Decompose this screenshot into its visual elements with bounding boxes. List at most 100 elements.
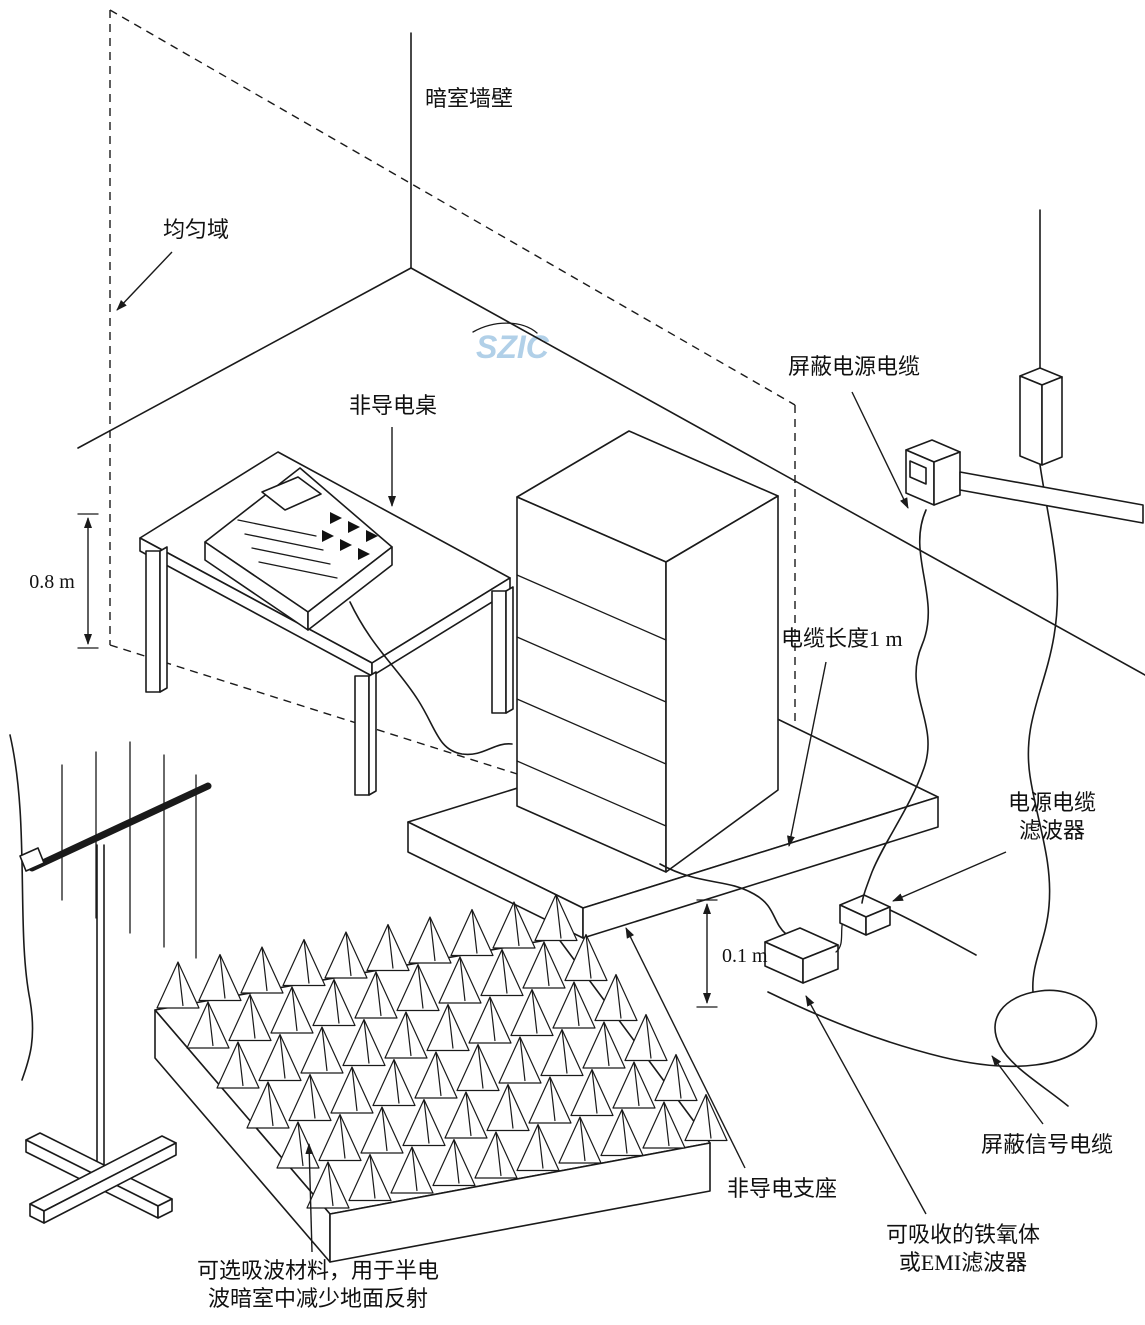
leader-support <box>625 927 746 1169</box>
text-labels: 暗室墙壁 均匀域 非导电桌 屏蔽电源电缆 电缆长度1 m 电源电缆 滤波器 非导… <box>163 86 1113 1311</box>
absorber-pyramid <box>582 1021 626 1069</box>
absorber-pyramid <box>396 963 440 1012</box>
absorber-pyramid <box>450 908 494 957</box>
wall-conduit-bar <box>959 471 1144 524</box>
watermark-text: SZIC <box>476 329 550 365</box>
leader-ferrite <box>805 995 927 1215</box>
absorber-pyramid <box>246 1081 290 1129</box>
power-filter-box <box>839 894 891 936</box>
filter-out-cable <box>889 909 977 956</box>
absorber-pyramid <box>312 978 356 1027</box>
absorber-pyramid <box>360 1106 404 1154</box>
table-leg <box>354 675 370 796</box>
absorber-pyramid <box>510 988 554 1037</box>
absorber-pyramid <box>402 1098 446 1147</box>
absorber-pyramid <box>372 1058 416 1107</box>
eut-screen <box>261 476 322 511</box>
label-ferrite-2: 或EMI滤波器 <box>899 1250 1027 1275</box>
label-cable-length: 电缆长度1 m <box>781 626 903 651</box>
eut-cable <box>349 601 513 756</box>
absorber-pyramid <box>228 993 272 1042</box>
label-chamber-wall: 暗室墙壁 <box>425 86 513 111</box>
rack-shelf-lines <box>516 574 667 827</box>
absorber-pyramid <box>684 1093 728 1142</box>
label-signal-cable: 屏蔽信号电缆 <box>981 1132 1113 1157</box>
chamber-wall-lines <box>77 32 1145 676</box>
label-power-cable: 屏蔽电源电缆 <box>788 354 920 379</box>
absorber-pyramid <box>390 1146 434 1194</box>
absorber-pyramid <box>408 916 452 964</box>
absorber-pyramid <box>342 1018 386 1067</box>
absorber-pyramid <box>282 938 326 987</box>
plug-connector <box>909 460 927 485</box>
label-uniform-area: 均匀域 <box>163 217 229 242</box>
label-absorber-2: 波暗室中减少地面反射 <box>208 1286 428 1311</box>
absorber-pyramid <box>540 1028 584 1077</box>
absorber-pyramid <box>240 946 284 994</box>
absorber-pyramid <box>552 981 596 1029</box>
absorber-pyramid <box>414 1051 458 1099</box>
absorber-pyramid <box>642 1101 686 1149</box>
table-leg <box>491 590 507 714</box>
wall-floor-edge-right <box>410 267 1145 676</box>
absorber-pyramid <box>570 1068 614 1117</box>
antenna-boom <box>28 782 212 872</box>
absorber-pyramid <box>288 1073 332 1122</box>
wall-outlet-box <box>905 439 961 506</box>
absorber-pyramid <box>432 1138 476 1187</box>
dim-0-8-m: 0.8 m <box>29 571 75 593</box>
absorber-pyramid <box>528 1076 572 1124</box>
wall-floor-edge-left <box>77 267 412 449</box>
dimension-support-height: 0.1 m <box>696 899 768 1008</box>
label-support: 非导电支座 <box>727 1176 837 1201</box>
leader-arrows <box>116 251 1044 1253</box>
absorber-pyramid <box>216 1041 260 1089</box>
absorber-pyramid <box>258 1033 302 1082</box>
label-power-filter-2: 滤波器 <box>1019 818 1085 843</box>
absorber-pyramid <box>306 1161 350 1209</box>
leader-signal-cable <box>991 1055 1044 1125</box>
eut-device <box>204 467 513 756</box>
absorber-pyramid <box>354 971 398 1019</box>
leader-power-cable <box>851 391 909 509</box>
absorber-pyramid <box>600 1108 644 1157</box>
absorber-block <box>154 893 728 1263</box>
shielded-power-cable-line <box>861 509 930 904</box>
eut-keys <box>322 512 378 560</box>
absorber-pyramid-field <box>156 893 728 1209</box>
table-leg <box>145 550 161 693</box>
absorber-pyramid <box>486 1083 530 1132</box>
absorber-pyramid <box>156 961 200 1009</box>
dimension-table-height: 0.8 m <box>29 513 99 649</box>
absorber-pyramid <box>654 1053 698 1102</box>
leader-absorber <box>305 1143 314 1253</box>
absorber-pyramid <box>456 1043 500 1092</box>
absorber-pyramid <box>348 1153 392 1202</box>
absorber-pyramid <box>468 996 512 1044</box>
dim-0-1-m: 0.1 m <box>722 945 768 967</box>
absorber-pyramid <box>480 948 524 997</box>
absorber-pyramid <box>522 941 566 989</box>
absorber-pyramid <box>564 933 608 982</box>
absorber-pyramid <box>366 923 410 972</box>
leader-cable-length <box>787 661 827 847</box>
absorber-pyramid <box>318 1113 362 1162</box>
absorber-pyramid <box>438 956 482 1004</box>
antenna <box>9 734 212 1224</box>
label-absorber-1: 可选吸波材料，用于半电 <box>197 1258 439 1283</box>
leader-power-filter <box>892 851 1007 902</box>
antenna-elements <box>61 741 197 959</box>
absorber-pyramid <box>474 1131 518 1179</box>
absorber-pyramid <box>384 1011 428 1059</box>
absorber-pyramid <box>330 1066 374 1114</box>
absorber-pyramid <box>558 1116 602 1164</box>
antenna-clamp <box>19 847 45 872</box>
absorber-pyramid <box>426 1003 470 1052</box>
absorber-pyramid <box>516 1123 560 1172</box>
absorber-pyramid <box>270 986 314 1034</box>
uniform-plane-bottom-edge <box>109 644 796 863</box>
uniform-plane-top-edge <box>109 9 796 406</box>
wall-filter-box <box>1019 209 1063 466</box>
